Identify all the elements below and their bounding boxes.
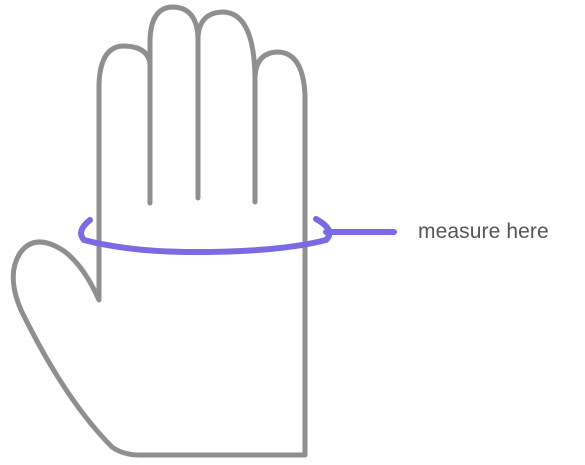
hand-outline xyxy=(10,4,308,458)
measure-band xyxy=(78,216,333,255)
measure-here-label: measure here xyxy=(418,220,549,243)
